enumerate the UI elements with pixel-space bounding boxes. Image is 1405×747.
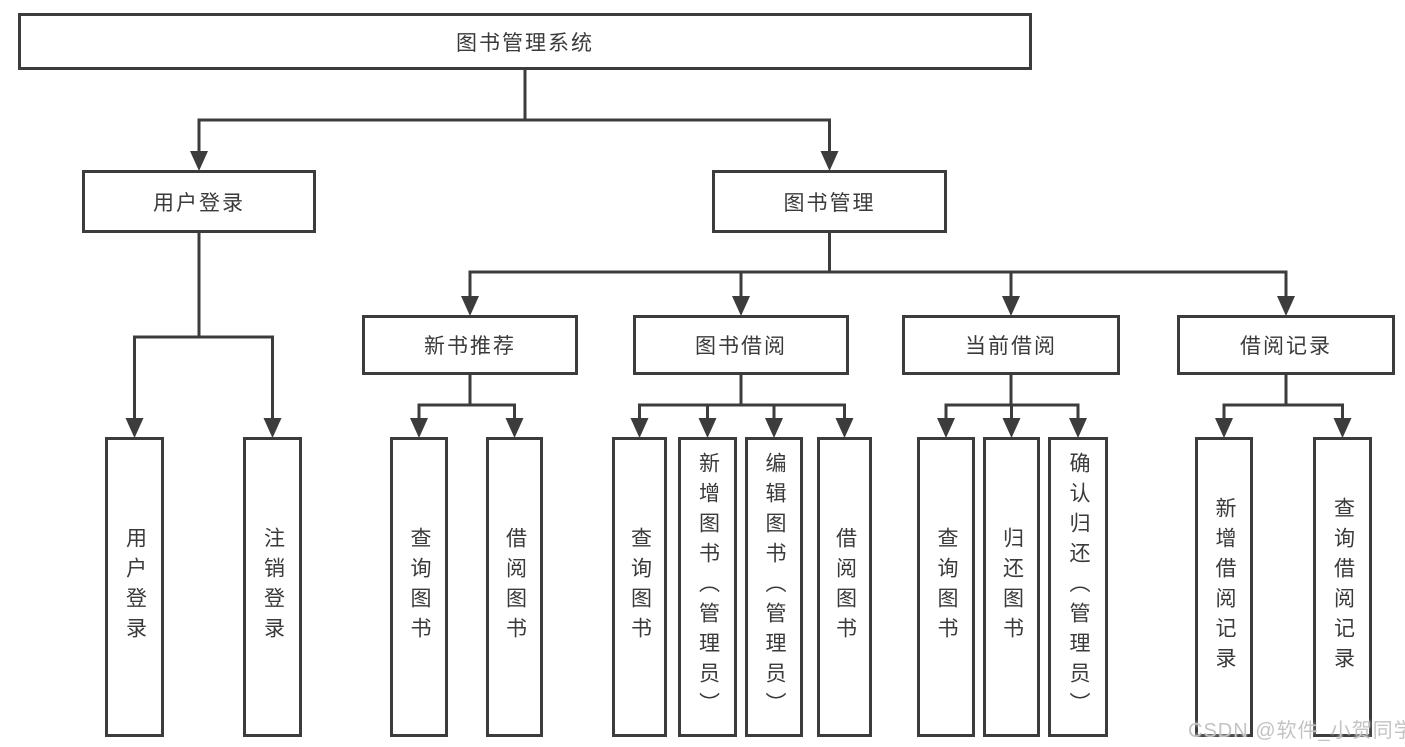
watermark: CSDN @软件_小贺同学 [1188, 720, 1405, 742]
node-label: 确认归还（管理员） [1067, 452, 1090, 722]
arrowhead-new-book-rec [461, 296, 479, 316]
arrowhead-leaf-query-book-rec [410, 418, 428, 438]
node-new-book-rec: 新书推荐 [362, 315, 578, 375]
node-label: 图书管理 [783, 191, 876, 215]
arrowhead-leaf-add-book [698, 418, 717, 438]
arrowhead-leaf-add-borrow-record [1215, 418, 1233, 438]
node-label: 注销登录 [261, 527, 285, 647]
node-leaf-borrow-book: 借阅图书 [817, 437, 872, 737]
arrowhead-leaf-borrow-book-rec [505, 418, 524, 438]
node-label: 借阅图书 [833, 527, 857, 647]
node-leaf-borrow-book-rec: 借阅图书 [486, 437, 543, 737]
node-leaf-logout: 注销登录 [243, 437, 302, 737]
arrowhead-leaf-user-login [125, 418, 144, 438]
node-leaf-query-book-borrow: 查询图书 [612, 437, 667, 737]
node-leaf-return-book: 归还图书 [983, 437, 1040, 737]
node-label: 用户登录 [153, 191, 245, 215]
node-leaf-query-book-rec: 查询图书 [390, 437, 448, 737]
arrowhead-leaf-borrow-book [835, 418, 854, 438]
node-label: 新增图书（管理员） [696, 452, 720, 722]
node-book-mgmt: 图书管理 [712, 170, 947, 233]
node-current-borrow: 当前借阅 [902, 315, 1120, 375]
arrowhead-book-mgmt [820, 151, 839, 171]
arrowhead-leaf-return-book [1002, 418, 1021, 438]
node-book-borrow: 图书借阅 [633, 315, 849, 375]
arrowhead-leaf-query-book-current [937, 418, 955, 438]
arrowhead-leaf-logout [263, 418, 282, 438]
node-label: 用户登录 [123, 527, 147, 647]
node-leaf-add-book: 新增图书（管理员） [678, 437, 737, 737]
node-label: 当前借阅 [965, 335, 1057, 358]
node-label: 编辑图书（管理员） [763, 452, 786, 722]
node-leaf-add-borrow-record: 新增借阅记录 [1195, 437, 1253, 737]
node-borrow-records: 借阅记录 [1177, 315, 1395, 375]
node-label: 图书管理系统 [456, 31, 594, 55]
node-root: 图书管理系统 [18, 13, 1032, 70]
node-label: 借阅记录 [1240, 335, 1332, 358]
node-leaf-confirm-return: 确认归还（管理员） [1048, 437, 1108, 737]
node-leaf-user-login: 用户登录 [105, 437, 164, 737]
node-label: 查询图书 [628, 527, 652, 647]
node-leaf-query-borrow-record: 查询借阅记录 [1313, 437, 1372, 737]
node-label: 借阅图书 [503, 527, 527, 647]
node-label: 查询借阅记录 [1331, 497, 1355, 677]
arrowhead-leaf-edit-book [765, 418, 783, 438]
arrowhead-leaf-confirm-return [1069, 418, 1087, 438]
node-leaf-edit-book: 编辑图书（管理员） [745, 437, 803, 737]
node-label: 归还图书 [1000, 527, 1024, 647]
node-label: 查询图书 [408, 527, 431, 647]
arrowhead-borrow-records [1277, 296, 1295, 316]
node-label: 查询图书 [935, 527, 958, 647]
node-label: 新增借阅记录 [1213, 497, 1236, 677]
arrowhead-user-login [190, 151, 208, 171]
node-label: 图书借阅 [695, 335, 787, 358]
node-label: 新书推荐 [424, 335, 516, 358]
arrowhead-book-borrow [732, 296, 750, 316]
arrowhead-leaf-query-borrow-record [1333, 418, 1352, 438]
node-leaf-query-book-current: 查询图书 [917, 437, 975, 737]
node-user-login: 用户登录 [82, 170, 316, 233]
arrowhead-leaf-query-book-borrow [630, 418, 649, 438]
arrowhead-current-borrow [1002, 296, 1020, 316]
